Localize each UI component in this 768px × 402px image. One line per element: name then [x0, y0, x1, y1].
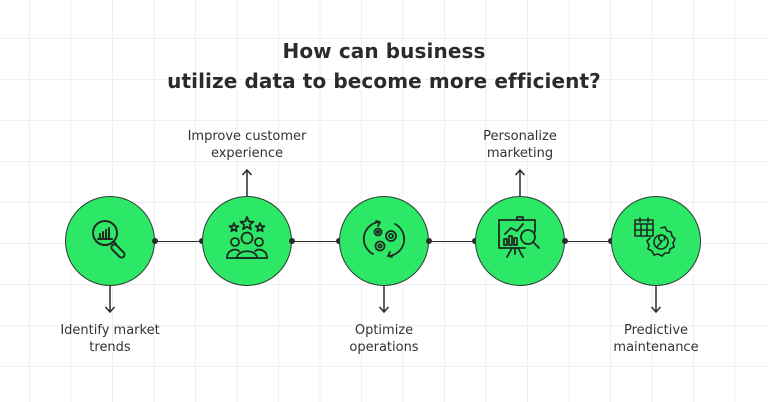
step-label-improve-customer-experience: Improve customer experience [187, 129, 307, 161]
connector-dot [289, 238, 295, 244]
arrow-up-icon [241, 168, 253, 196]
connector-dot [152, 238, 158, 244]
gears-cycle-icon [359, 214, 409, 268]
connector-3-4 [429, 240, 476, 242]
connector-1-2 [155, 240, 202, 242]
step-label-personalize-marketing: Personalize marketing [483, 129, 557, 161]
step-node-identify-market-trends [65, 196, 155, 286]
connector-2-3 [292, 240, 339, 242]
step-node-optimize-operations [339, 196, 429, 286]
step-node-personalize-marketing [475, 196, 565, 286]
step-label-predictive-maintenance: Predictive maintenance [613, 323, 699, 355]
arrow-up-icon [514, 168, 526, 196]
step-label-optimize-operations: Optimize operations [349, 323, 419, 355]
arrow-down-icon [104, 286, 116, 314]
calendar-wrench-gear-icon [631, 214, 681, 268]
arrow-down-icon [378, 286, 390, 314]
step-label-identify-market-trends: Identify market trends [60, 323, 160, 355]
customers-stars-icon [222, 214, 272, 268]
magnifier-chart-icon [85, 214, 135, 268]
step-node-improve-customer-experience [202, 196, 292, 286]
connector-dot [562, 238, 568, 244]
presentation-analytics-icon [495, 214, 545, 268]
title-line-2: utilize data to become more efficient? [167, 69, 601, 93]
arrow-down-icon [650, 286, 662, 314]
connector-4-5 [565, 240, 612, 242]
title-line-1: How can business [282, 39, 486, 63]
page-title: How can business utilize data to become … [0, 36, 768, 96]
step-node-predictive-maintenance [611, 196, 701, 286]
connector-dot [426, 238, 432, 244]
